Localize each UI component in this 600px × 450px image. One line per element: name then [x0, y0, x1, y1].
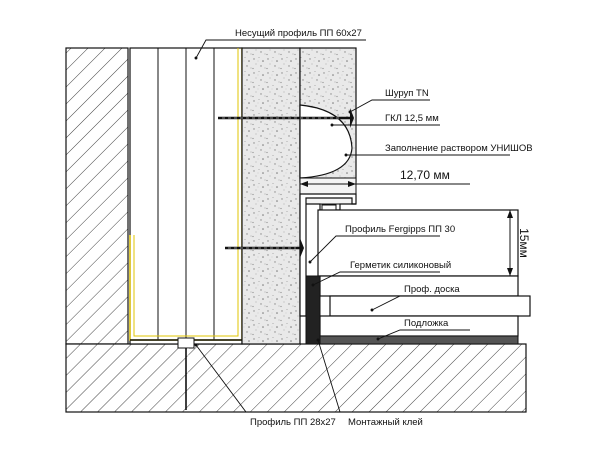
label-sealant: Герметик силиконовый [350, 260, 451, 271]
screw-lower [225, 238, 304, 258]
label-board: Проф. доска [404, 284, 460, 295]
gap-dimension [299, 178, 470, 194]
label-gkl: ГКЛ 12,5 мм [385, 113, 439, 124]
leader-profile-28 [194, 343, 330, 413]
left-wall [65, 47, 129, 345]
height-dimension-text: 15мм [517, 228, 531, 258]
gap-filler [299, 177, 357, 205]
filling-mortar [299, 104, 353, 179]
label-filling: Заполнение раствором УНИШОВ [385, 143, 533, 154]
bearing-profile-shape [129, 47, 243, 345]
leader-underlay [376, 329, 470, 341]
profile-28-shape [177, 337, 195, 349]
label-profile-28: Профиль ПП 28x27 [250, 417, 336, 428]
label-bearing-profile: Несущий профиль ПП 60x27 [235, 28, 362, 39]
height-dimension [506, 209, 516, 277]
label-screw: Шуруп TN [385, 88, 429, 99]
underlay-strip [317, 335, 519, 345]
leader-bearing-profile [194, 39, 366, 60]
label-underlay: Подложка [404, 318, 449, 329]
leader-sealant [311, 271, 440, 287]
floor-slab [65, 343, 527, 413]
leader-adhesive [316, 338, 430, 413]
leader-board [370, 295, 470, 312]
gkl-board [241, 47, 301, 345]
leader-fergipps [308, 235, 440, 264]
floor-board-tongue [329, 295, 531, 317]
label-adhesive: Монтажный клей [348, 417, 423, 428]
gap-dimension-text: 12,70 мм [400, 168, 450, 182]
leader-screw [348, 99, 430, 114]
label-fergipps: Профиль Fergipps ПП 30 [345, 224, 455, 235]
sealant-block [305, 275, 321, 345]
